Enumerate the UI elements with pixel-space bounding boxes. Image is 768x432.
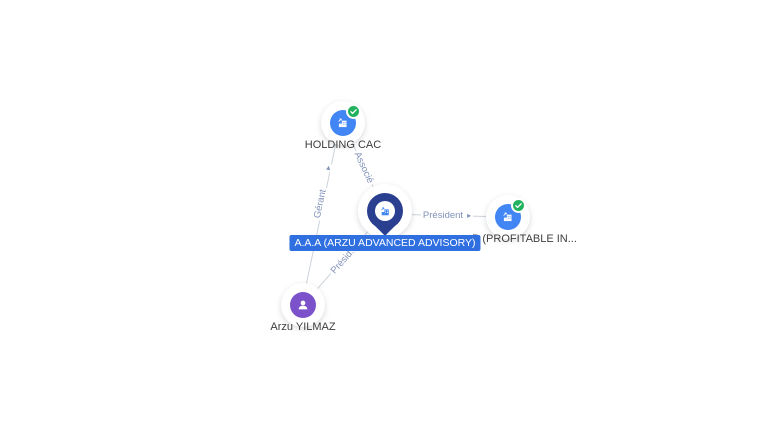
node-label: HOLDING CAC [304,139,382,151]
verified-badge-icon [511,198,526,213]
edge-arrow-president-icon: ▸ [467,210,472,220]
node-label: Arzu YILMAZ [270,321,336,333]
verified-badge-icon [346,104,361,119]
node-label: B (PROFITABLE IN... [472,233,577,245]
person-icon [290,292,316,318]
edge-label-president: Président ▸ [420,209,474,222]
edge-label-president-text: Président [422,209,464,221]
company-icon [375,201,395,221]
selected-node-label[interactable]: A.A.A (ARZU ADVANCED ADVISORY) [289,235,481,251]
edge-arrow-gerant-icon: ▸ [323,163,335,173]
